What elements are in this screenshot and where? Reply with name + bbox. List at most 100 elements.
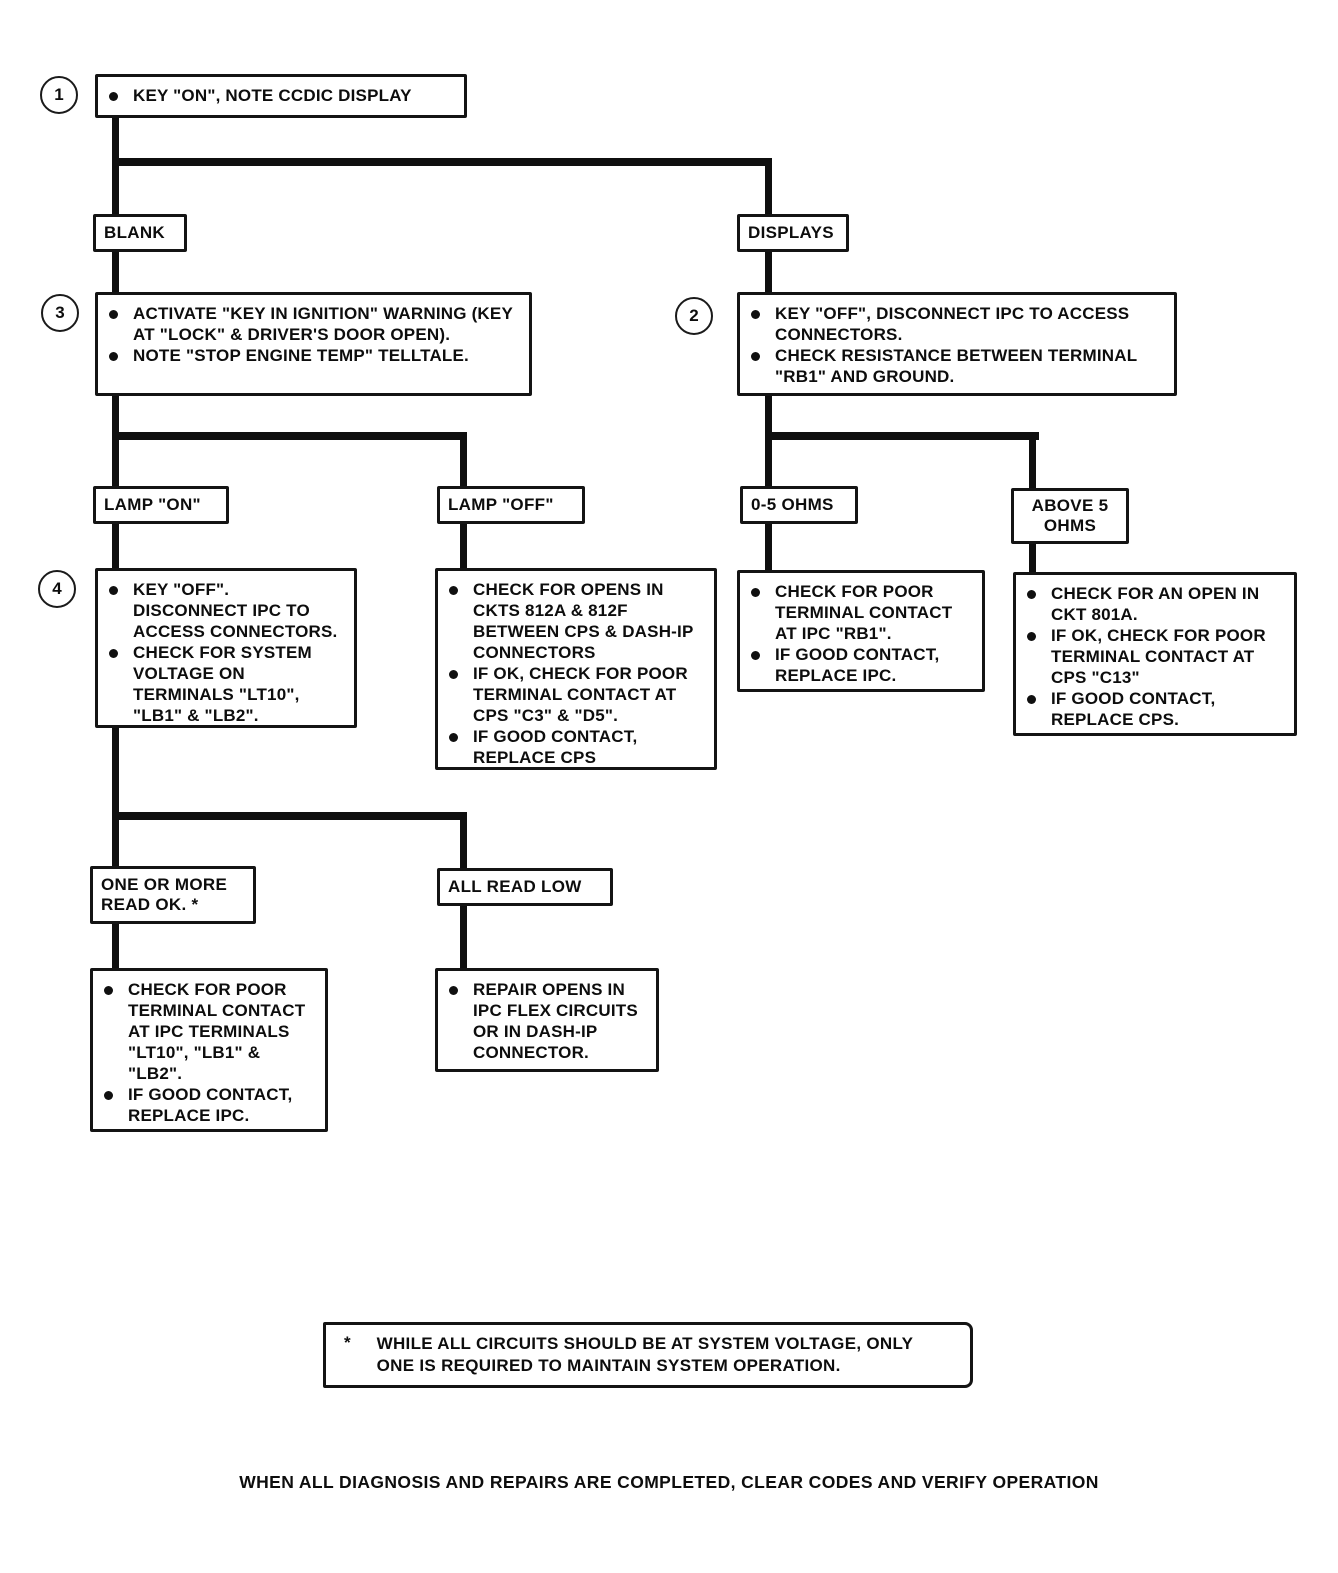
branch-label-text: LAMP "ON"	[104, 495, 201, 514]
connector-line	[112, 158, 772, 166]
bullet-text: IF GOOD CONTACT, REPLACE IPC.	[775, 645, 940, 685]
read-ok-action-box: CHECK FOR POOR TERMINAL CONTACT AT IPC T…	[90, 968, 328, 1132]
footnote-text: WHILE ALL CIRCUITS SHOULD BE AT SYSTEM V…	[376, 1334, 913, 1375]
connector-line	[112, 522, 119, 572]
connector-line	[112, 726, 119, 868]
list-item: CHECK FOR SYSTEM VOLTAGE ON TERMINALS "L…	[102, 642, 346, 726]
branch-label-above-5-ohms: ABOVE 5 OHMS	[1011, 488, 1129, 544]
connector-line	[112, 432, 467, 440]
list-item: ACTIVATE "KEY IN IGNITION" WARNING (KEY …	[102, 303, 521, 345]
list-item: IF OK, CHECK FOR POOR TERMINAL CONTACT A…	[1020, 625, 1286, 688]
step3-box: ACTIVATE "KEY IN IGNITION" WARNING (KEY …	[95, 292, 532, 396]
list-item: IF GOOD CONTACT, REPLACE IPC.	[744, 644, 974, 686]
branch-label-text: 0-5 OHMS	[751, 495, 834, 514]
connector-line	[765, 522, 772, 574]
bullet-text: IF GOOD CONTACT, REPLACE CPS.	[1051, 689, 1216, 729]
list-item: REPAIR OPENS IN IPC FLEX CIRCUITS OR IN …	[442, 979, 648, 1063]
bullet-icon	[449, 670, 458, 679]
bullet-text: CHECK FOR AN OPEN IN CKT 801A.	[1051, 584, 1260, 624]
bullet-text: CHECK FOR POOR TERMINAL CONTACT AT IPC "…	[775, 582, 953, 643]
connector-line	[765, 394, 772, 490]
list-item: IF GOOD CONTACT, REPLACE CPS.	[1020, 688, 1286, 730]
bullet-text: IF GOOD CONTACT, REPLACE IPC.	[128, 1085, 293, 1125]
bullet-text: KEY "ON", NOTE CCDIC DISPLAY	[133, 86, 412, 105]
bullet-icon	[109, 352, 118, 361]
list-item: CHECK FOR AN OPEN IN CKT 801A.	[1020, 583, 1286, 625]
bullet-icon	[104, 1091, 113, 1100]
bullet-text: ACTIVATE "KEY IN IGNITION" WARNING (KEY …	[133, 304, 513, 344]
step2-box: KEY "OFF", DISCONNECT IPC TO ACCESS CONN…	[737, 292, 1177, 396]
connector-line	[765, 432, 1039, 440]
bullet-text: CHECK FOR SYSTEM VOLTAGE ON TERMINALS "L…	[133, 643, 312, 725]
list-item: IF GOOD CONTACT, REPLACE IPC.	[97, 1084, 317, 1126]
bullet-text: CHECK FOR POOR TERMINAL CONTACT AT IPC T…	[128, 980, 306, 1083]
bullet-text: NOTE "STOP ENGINE TEMP" TELLTALE.	[133, 346, 469, 365]
branch-label-text: DISPLAYS	[748, 223, 834, 242]
branch-label-0-5-ohms: 0-5 OHMS	[740, 486, 858, 524]
bullet-icon	[109, 310, 118, 319]
bullet-text: CHECK FOR OPENS IN CKTS 812A & 812F BETW…	[473, 580, 694, 662]
connector-line	[112, 250, 119, 296]
step-number-label: 4	[52, 579, 62, 598]
list-item: KEY "ON", NOTE CCDIC DISPLAY	[102, 85, 456, 106]
list-item: CHECK FOR POOR TERMINAL CONTACT AT IPC "…	[744, 581, 974, 644]
step-number-1: 1	[40, 76, 78, 114]
lamp-off-action-box: CHECK FOR OPENS IN CKTS 812A & 812F BETW…	[435, 568, 717, 770]
connector-line	[1029, 540, 1036, 576]
bullet-icon	[751, 651, 760, 660]
branch-label-blank: BLANK	[93, 214, 187, 252]
footer-instruction: WHEN ALL DIAGNOSIS AND REPAIRS ARE COMPL…	[239, 1472, 1099, 1492]
list-item: KEY "OFF". DISCONNECT IPC TO ACCESS CONN…	[102, 579, 346, 642]
list-item: IF GOOD CONTACT, REPLACE CPS	[442, 726, 706, 768]
branch-label-displays: DISPLAYS	[737, 214, 849, 252]
connector-line	[460, 812, 467, 870]
step-number-label: 1	[54, 85, 64, 104]
bullet-icon	[449, 733, 458, 742]
list-item: KEY "OFF", DISCONNECT IPC TO ACCESS CONN…	[744, 303, 1166, 345]
connector-line	[765, 158, 772, 216]
bullet-icon	[109, 92, 118, 101]
connector-line	[460, 432, 467, 490]
asterisk-marker: *	[344, 1333, 351, 1352]
branch-label-text: ONE OR MORE READ OK. *	[101, 875, 228, 914]
bullet-icon	[449, 986, 458, 995]
list-item: CHECK FOR OPENS IN CKTS 812A & 812F BETW…	[442, 579, 706, 663]
connector-line	[1029, 432, 1036, 492]
bullet-icon	[104, 986, 113, 995]
bullet-icon	[751, 352, 760, 361]
step4-box: KEY "OFF". DISCONNECT IPC TO ACCESS CONN…	[95, 568, 357, 728]
list-item: IF OK, CHECK FOR POOR TERMINAL CONTACT A…	[442, 663, 706, 726]
bullet-icon	[1027, 695, 1036, 704]
step-number-3: 3	[41, 294, 79, 332]
step-number-label: 3	[55, 303, 65, 322]
connector-line	[460, 904, 467, 970]
branch-label-text: BLANK	[104, 223, 165, 242]
read-low-action-box: REPAIR OPENS IN IPC FLEX CIRCUITS OR IN …	[435, 968, 659, 1072]
connector-line	[112, 116, 119, 216]
bullet-text: IF OK, CHECK FOR POOR TERMINAL CONTACT A…	[473, 664, 688, 725]
bullet-icon	[449, 586, 458, 595]
step1-box: KEY "ON", NOTE CCDIC DISPLAY	[95, 74, 467, 118]
branch-label-lamp-on: LAMP "ON"	[93, 486, 229, 524]
list-item: CHECK FOR POOR TERMINAL CONTACT AT IPC T…	[97, 979, 317, 1084]
bullet-icon	[1027, 632, 1036, 641]
step-number-4: 4	[38, 570, 76, 608]
step-number-2: 2	[675, 297, 713, 335]
bullet-text: IF OK, CHECK FOR POOR TERMINAL CONTACT A…	[1051, 626, 1266, 687]
bullet-icon	[751, 310, 760, 319]
connector-line	[765, 250, 772, 296]
branch-label-one-or-more-read-ok: ONE OR MORE READ OK. *	[90, 866, 256, 924]
bullet-text: REPAIR OPENS IN IPC FLEX CIRCUITS OR IN …	[473, 980, 638, 1062]
branch-label-text: ALL READ LOW	[448, 877, 582, 896]
bullet-icon	[109, 649, 118, 658]
list-item: CHECK RESISTANCE BETWEEN TERMINAL "RB1" …	[744, 345, 1166, 387]
footnote-box: * WHILE ALL CIRCUITS SHOULD BE AT SYSTEM…	[323, 1322, 973, 1388]
connector-line	[112, 812, 467, 820]
bullet-text: KEY "OFF". DISCONNECT IPC TO ACCESS CONN…	[133, 580, 338, 641]
connector-line	[112, 922, 119, 970]
list-item: NOTE "STOP ENGINE TEMP" TELLTALE.	[102, 345, 521, 366]
branch-label-lamp-off: LAMP "OFF"	[437, 486, 585, 524]
bullet-icon	[1027, 590, 1036, 599]
branch-label-text: LAMP "OFF"	[448, 495, 554, 514]
branch-label-text: ABOVE 5 OHMS	[1031, 496, 1109, 535]
